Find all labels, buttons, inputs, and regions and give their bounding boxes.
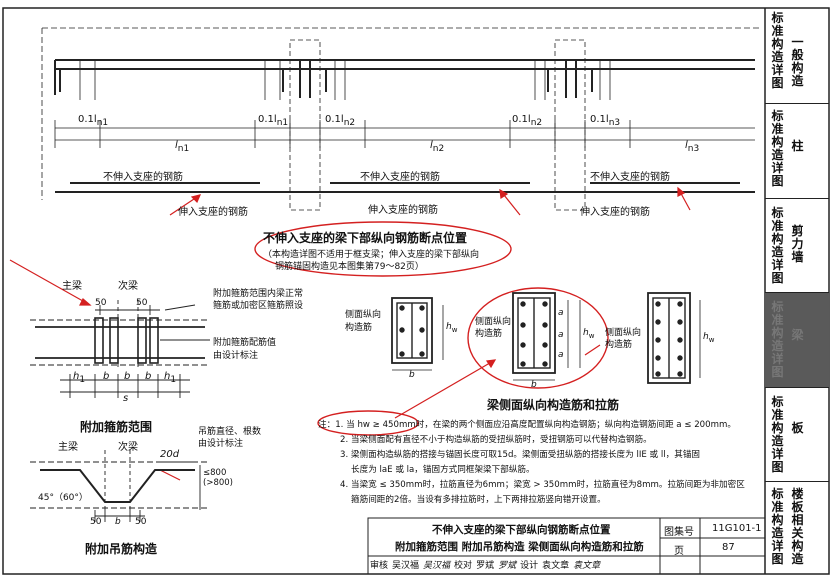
atlas-number: 11G101-1 [712, 523, 762, 534]
side-dim-a-3: a [558, 350, 564, 360]
atlas-label: 图集号 [664, 527, 694, 538]
hanger-dim-20d: 20d [160, 449, 180, 460]
span-label-2: ln2 [430, 140, 445, 154]
active-tab-shade [766, 292, 829, 387]
note-3: 3. 梁侧面构造纵筋的搭接与锚固长度可取15d。梁侧面受扭纵筋的搭接长度为 lI… [340, 450, 701, 460]
hanger-dim-50-left: 50 [90, 517, 102, 527]
title-line-2: 附加箍筋范围 附加吊筋构造 梁侧面纵向构造筋和拉筋 [395, 541, 644, 553]
side-label-mid-1: 侧面纵向 [475, 317, 512, 327]
review-sig: 吴汉福 [423, 561, 451, 571]
stirrup-dim-b2: b [124, 371, 131, 382]
hanger-main-beam: 主梁 [58, 442, 78, 453]
side-dim-a-1: a [558, 308, 564, 318]
into-support-label-2: 伸入支座的钢筋 [368, 205, 438, 216]
side-dim-b-left: b [409, 370, 415, 380]
span-label-3: ln3 [685, 140, 700, 154]
span-label-1: ln1 [175, 140, 190, 154]
stirrup-dim-50-left: 50 [95, 298, 107, 308]
hanger-dim-50-right: 50 [135, 517, 147, 527]
design-sig: 袁文章 [573, 561, 601, 571]
side-label-left-2: 构造筋 [345, 323, 373, 333]
check-label: 校对 [454, 561, 473, 571]
side-tab-slab[interactable]: 标准构造详图 板 [765, 387, 829, 481]
hanger-diagram [30, 450, 210, 522]
top-diagram-note-2: 钢筋锚固构造见本图集第79～82页） [275, 262, 424, 272]
check-name: 罗斌 [476, 561, 495, 571]
top-diagram-title: 不伸入支座的梁下部纵向钢筋断点位置 [263, 231, 468, 245]
side-dim-a-2: a [558, 330, 564, 340]
hanger-secondary-beam: 次梁 [118, 442, 138, 453]
hanger-height-note: ≤800 (>800) [203, 468, 233, 488]
red-arrows [9, 186, 691, 481]
check-sig: 罗斌 [498, 561, 517, 571]
side-dim-b-mid: b [531, 380, 537, 390]
side-tab-column[interactable]: 标准构造详图 柱 [765, 103, 829, 198]
hanger-angle: 45°（60°） [38, 493, 88, 503]
hanger-note-2: 由设计标注 [198, 439, 244, 449]
stirrup-dim-b3: b [145, 371, 152, 382]
dim-01-label-2: 0.1ln1 [258, 114, 289, 128]
section-right [647, 292, 701, 384]
stirrup-note-bottom-1: 附加箍筋配筋值 [213, 338, 277, 348]
not-into-support-label-1: 不伸入支座的钢筋 [103, 172, 183, 183]
design-name: 袁文章 [542, 561, 570, 571]
side-tab-general[interactable]: 标准构造详图 一般构造 [771, 11, 804, 90]
stirrup-main-beam: 主梁 [62, 281, 82, 292]
into-support-label-3: 伸入支座的钢筋 [580, 207, 650, 218]
stirrup-note-bottom-2: 由设计标注 [213, 351, 259, 361]
side-tab-beam[interactable]: 标准构造详图 梁 [765, 292, 829, 387]
sign-row: 审核 吴汉福 吴汉福 校对 罗斌 罗斌 设计 袁文章 袁文章 [370, 558, 600, 571]
into-support-label-1: 伸入支座的钢筋 [178, 207, 248, 218]
review-label: 审核 [370, 561, 389, 571]
side-dim-hw-mid: hw [583, 328, 595, 340]
page-label: 页 [674, 546, 684, 557]
notes-block: 注：1. 当 hw ≥ 450mm时，在梁的两个侧面应沿高度配置纵向构造钢筋；纵… [318, 418, 745, 508]
section-middle [512, 292, 581, 381]
note-1: 注：1. 当 hw ≥ 450mm时，在梁的两个侧面应沿高度配置纵向构造钢筋；纵… [318, 420, 736, 430]
page-number: 87 [722, 542, 735, 553]
dim-01-label-5: 0.1ln3 [590, 114, 621, 128]
hanger-title: 附加吊筋构造 [85, 542, 158, 556]
stirrup-secondary-beam: 次梁 [118, 281, 138, 292]
side-label-right-1: 侧面纵向 [605, 328, 642, 338]
dim-01-label-3: 0.1ln2 [325, 114, 356, 128]
dim-01-label-1: 0.1ln1 [78, 114, 109, 128]
stirrup-dim-b1: b [103, 371, 110, 382]
note-4b: 箍筋间距的2倍。当设有多排拉筋时，上下两排拉筋竖向错开设置。 [351, 495, 606, 505]
stirrup-dim-s: s [123, 393, 129, 404]
red-ellipses [254, 221, 609, 436]
dim-01-label-4: 0.1ln2 [512, 114, 543, 128]
side-label-left-1: 侧面纵向 [345, 310, 382, 320]
hanger-dim-b: b [115, 517, 121, 527]
not-into-support-label-3: 不伸入支座的钢筋 [590, 172, 670, 183]
side-dim-hw-left: hw [446, 322, 458, 334]
side-dim-hw-right: hw [703, 332, 715, 344]
review-name: 吴汉福 [392, 561, 420, 571]
top-beam-diagram [41, 27, 760, 211]
side-label-right-2: 构造筋 [605, 340, 633, 350]
stirrup-dim-h2: h1 [164, 371, 177, 385]
stirrup-title: 附加箍筋范围 [80, 420, 153, 434]
stirrup-note-top-1: 附加箍筋范围内梁正常 [213, 289, 304, 299]
title-block-frame [367, 517, 766, 575]
hanger-note-1: 吊筋直径、根数 [198, 427, 262, 437]
note-3b: 长度为 laE 或 la，锚固方式同框架梁下部纵筋。 [351, 465, 535, 475]
top-diagram-note-1: （本构造详图不适用于框支梁；伸入支座的梁下部纵向 [263, 250, 480, 260]
stirrup-dim-50-right: 50 [136, 298, 148, 308]
title-line-1: 不伸入支座的梁下部纵向钢筋断点位置 [432, 524, 611, 536]
stirrup-diagram [30, 300, 210, 398]
not-into-support-label-2: 不伸入支座的钢筋 [360, 172, 440, 183]
side-rebar-title: 梁侧面纵向构造筋和拉筋 [487, 398, 620, 412]
stirrup-note-top-2: 箍筋或加密区箍筋照设 [213, 301, 304, 311]
design-label: 设计 [520, 561, 539, 571]
side-label-mid-2: 构造筋 [475, 329, 503, 339]
note-4: 4. 当梁宽 ≤ 350mm时，拉筋直径为6mm；梁宽 > 350mm时，拉筋直… [340, 480, 745, 490]
section-left [391, 297, 444, 371]
side-tab-slab-related[interactable]: 标准构造详图 楼板相关构造 [765, 481, 829, 574]
note-2: 2. 当梁侧面配有直径不小于构造纵筋的受扭纵筋时，受扭钢筋可以代替构造钢筋。 [340, 435, 652, 445]
stirrup-dim-h1: h1 [73, 371, 86, 385]
side-tab-shear-wall[interactable]: 标准构造详图 剪力墙 [765, 198, 829, 292]
